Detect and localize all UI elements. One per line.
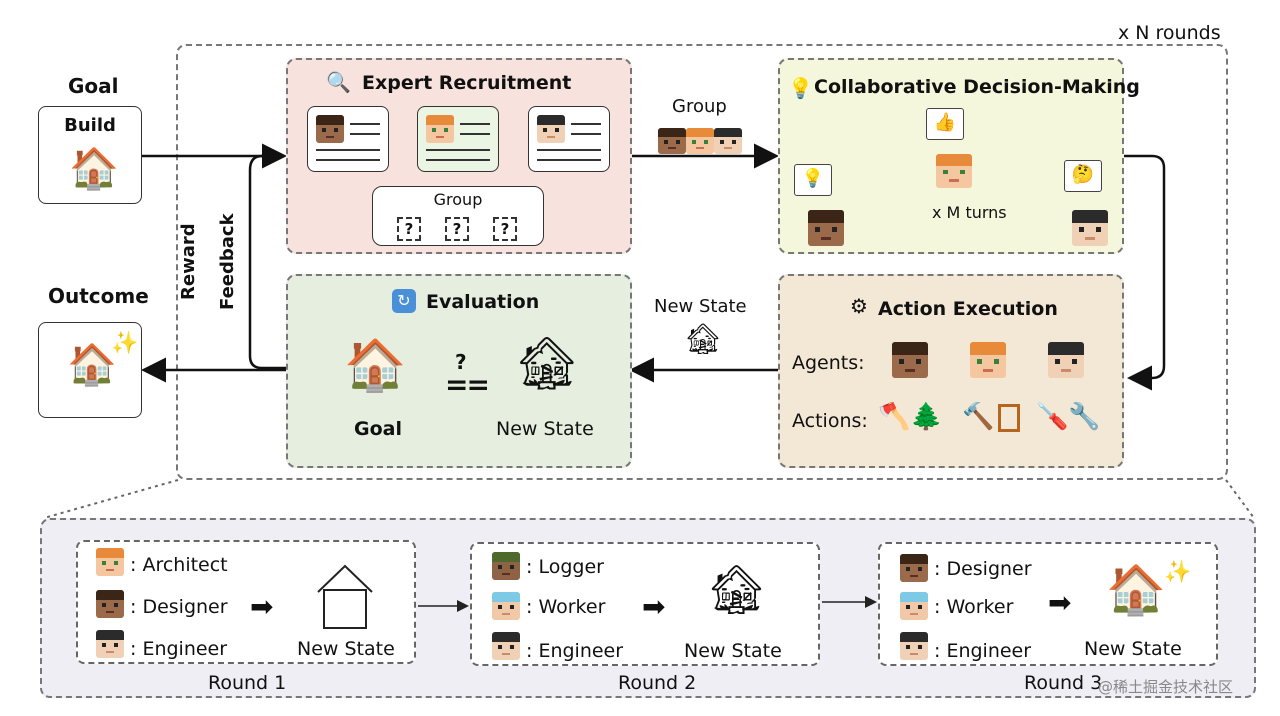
eval-new-state-label: New State xyxy=(496,418,594,440)
profile-card-engineer xyxy=(528,106,610,172)
alex-face xyxy=(936,154,972,188)
round-2-role: : Engineer xyxy=(526,640,624,662)
house-icon: 🏠 xyxy=(1106,562,1166,618)
right-arrow-icon: ➡ xyxy=(1048,586,1072,619)
worker-face xyxy=(900,592,928,620)
profile-card-steve xyxy=(307,106,389,172)
screwdriver-icon: 🪛 xyxy=(1036,402,1069,432)
agents-label: Agents: xyxy=(792,352,865,374)
broken-house-icon: 🏚 xyxy=(706,562,767,618)
steve-face xyxy=(316,115,344,143)
steve-face xyxy=(900,554,928,582)
house-outline-icon xyxy=(317,564,373,629)
engineer-face xyxy=(1048,342,1084,378)
group-label: Group xyxy=(433,190,483,209)
profile-card-alex xyxy=(417,106,499,172)
thinking-bubble: 🤔 xyxy=(1064,160,1102,192)
round-3-role: : Worker xyxy=(934,596,1014,618)
goal-card: Build 🏠 xyxy=(38,106,142,204)
alex-face xyxy=(426,115,454,143)
round-2-label: Round 2 xyxy=(618,672,697,694)
magnifier-icon: 🔍 xyxy=(326,70,351,94)
right-arrow-icon: ➡ xyxy=(250,590,274,623)
engineer-face xyxy=(714,128,742,154)
round-1-role: : Designer xyxy=(130,596,228,618)
worker-face xyxy=(492,592,520,620)
steve-face xyxy=(96,590,124,618)
round-2-role: : Worker xyxy=(526,596,606,618)
steve-face xyxy=(892,342,928,378)
round-2-box xyxy=(470,542,820,666)
lightbulb-bubble: 💡 xyxy=(794,164,832,196)
collaborative-title: Collaborative Decision-Making xyxy=(814,76,1140,98)
placeholder-slot: ? xyxy=(397,217,421,241)
lightbulb-icon: 💡 xyxy=(788,76,813,100)
hammer-icon: 🔨 xyxy=(962,402,995,432)
tree-icon: 🌲 xyxy=(910,402,943,432)
engineer-face xyxy=(900,632,928,660)
right-arrow-icon: ➡ xyxy=(642,590,666,623)
alex-face xyxy=(686,128,714,154)
engineer-face xyxy=(1072,210,1108,246)
logger-face xyxy=(492,552,520,580)
group-arrow-label: Group xyxy=(672,96,727,117)
steve-face xyxy=(808,210,844,246)
evaluation-panel xyxy=(286,274,632,468)
steve-face xyxy=(658,128,686,154)
round-3-box xyxy=(878,542,1218,666)
placeholder-slot: ? xyxy=(445,217,469,241)
goal-title: Goal xyxy=(68,74,119,98)
expert-recruitment-title: Expert Recruitment xyxy=(362,72,572,94)
round-1-box xyxy=(76,540,416,664)
broken-house-icon: 🏚 xyxy=(684,322,723,357)
outcome-title: Outcome xyxy=(48,284,149,308)
sparkle-icon: ✨ xyxy=(111,331,139,356)
round-3-role: : Designer xyxy=(934,558,1032,580)
engineer-face xyxy=(537,115,565,143)
group-box: Group ? ? ? xyxy=(372,186,544,246)
goal-card-label: Build xyxy=(64,115,116,136)
rounds-loop-panel xyxy=(176,44,1228,480)
sparkle-icon: ✨ xyxy=(1164,560,1192,585)
gear-icon: ⚙ xyxy=(850,294,868,318)
round-1-role: : Architect xyxy=(130,554,228,576)
rounds-label: x N rounds xyxy=(1118,22,1221,44)
round-1-role: : Engineer xyxy=(130,638,228,660)
eval-goal-label: Goal xyxy=(354,418,402,440)
question-mark: ? xyxy=(455,350,467,374)
round-1-label: Round 1 xyxy=(208,672,287,694)
placeholder-slot: ? xyxy=(493,217,517,241)
evaluation-title: Evaluation xyxy=(426,291,540,313)
round-1-state-label: New State xyxy=(297,638,395,660)
engineer-face xyxy=(492,632,520,660)
refresh-icon: ↻ xyxy=(392,289,416,313)
goal-house-icon: 🏠 xyxy=(344,336,407,394)
thumbs-up-bubble: 👍 xyxy=(926,108,964,140)
actions-label: Actions: xyxy=(792,410,868,432)
alex-face xyxy=(96,548,124,576)
round-2-role: : Logger xyxy=(526,556,604,578)
axe-icon: 🪓 xyxy=(878,402,911,432)
wrench-icon: 🔧 xyxy=(1068,402,1101,432)
door-icon xyxy=(998,404,1020,432)
action-execution-title: Action Execution xyxy=(878,298,1058,320)
house-icon: 🏠 xyxy=(69,146,119,192)
outcome-card: 🏠 ✨ xyxy=(38,322,142,418)
round-3-state-label: New State xyxy=(1084,638,1182,660)
new-state-house-icon: 🏚 xyxy=(514,334,581,394)
equals-sign: == xyxy=(445,368,490,401)
turns-label: x M turns xyxy=(932,203,1007,222)
watermark: @稀土掘金技术社区 xyxy=(1098,678,1234,696)
alex-face xyxy=(970,342,1006,378)
round-3-role: : Engineer xyxy=(934,640,1032,662)
round-3-label: Round 3 xyxy=(1024,672,1103,694)
engineer-face xyxy=(96,630,124,658)
new-state-arrow-label: New State xyxy=(654,296,747,317)
house-icon: 🏠 xyxy=(67,342,117,388)
round-2-state-label: New State xyxy=(684,640,782,662)
